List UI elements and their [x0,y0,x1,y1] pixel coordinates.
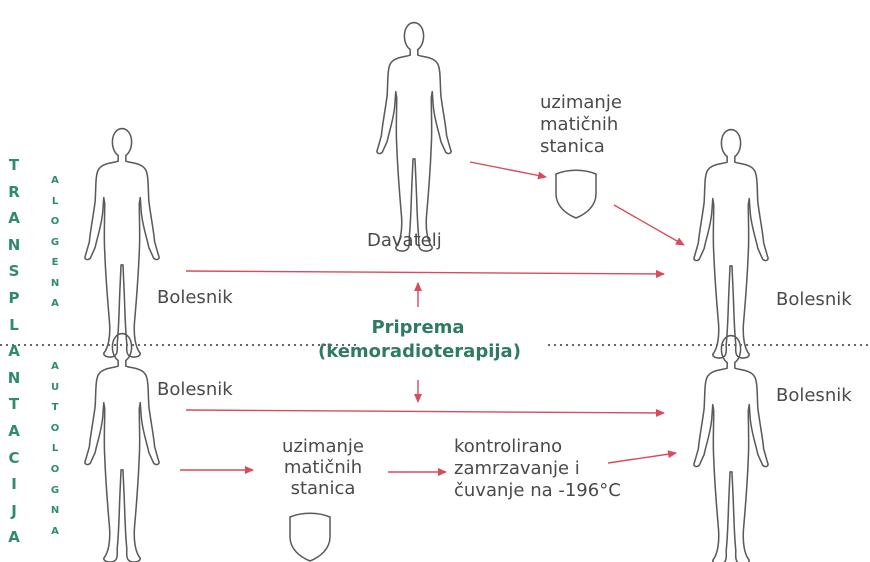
vertical-letter: O [48,216,62,227]
vertical-letter: L [48,196,62,207]
collect-bottom-label: uzimanje matičnih stanica [268,436,378,499]
vertical-letter: G [48,237,62,248]
vertical-letter: L [48,443,62,454]
collect-top-line: uzimanje [540,92,622,114]
arrow-autologous-patient [186,410,664,413]
vertical-letter: S [6,262,22,280]
collect-bottom-line: stanica [268,478,378,499]
vertical-letter: O [48,464,62,475]
preparation-title: Priprema [318,316,518,340]
vertical-letter: N [6,369,22,387]
vertical-letter: C [6,449,22,467]
collect-bottom-line: matičnih [268,457,378,478]
freeze-line: kontrolirano [454,436,621,458]
preparation-subtitle: (kemoradioterapija) [318,340,518,364]
stem-cell-bag-top [556,170,596,218]
stem-cell-bag-bottom [290,513,330,561]
arrow-bag-to-patient [614,205,684,245]
patient-label-auto-left: Bolesnik [157,379,233,401]
vertical-letter: R [6,183,22,201]
freeze-line: čuvanje na -196°C [454,480,621,502]
vertical-letter: I [6,475,22,493]
vertical-letter: P [6,289,22,307]
collect-bottom-line: uzimanje [268,436,378,457]
arrow-allogeneic-patient [186,271,664,274]
collect-top-label: uzimanje matičnih stanica [540,92,622,158]
donor-figure [377,23,451,251]
vertical-letter: A [48,526,62,537]
vertical-letter: A [6,528,22,546]
vertical-letter: E [48,257,62,268]
arrow-donor-to-bag [470,162,546,177]
collect-top-line: matičnih [540,114,622,136]
donor-label: Davatelj [367,230,442,252]
patient-label-alo-right: Bolesnik [776,289,852,311]
patient-figure-bottom-left [85,334,159,562]
vertical-letter: N [6,236,22,254]
vertical-letter: A [6,342,22,360]
vertical-letter: O [48,423,62,434]
patient-figure-bottom-right [694,336,768,562]
vertical-letter: N [48,505,62,516]
freeze-line: zamrzavanje i [454,458,621,480]
vertical-letter: J [6,502,22,520]
vertical-letter: A [48,298,62,309]
vertical-letter: T [6,156,22,174]
vertical-letter: A [48,175,62,186]
vertical-letter: A [6,422,22,440]
patient-label-alo-left: Bolesnik [157,287,233,309]
collect-top-line: stanica [540,136,622,158]
vertical-letter: A [48,361,62,372]
vertical-letter: T [48,402,62,413]
patient-figure-top-left [85,129,159,357]
vertical-letter: N [48,278,62,289]
vertical-letter: L [6,316,22,334]
freeze-label: kontrolirano zamrzavanje i čuvanje na -1… [454,436,621,502]
preparation-label: Priprema (kemoradioterapija) [318,316,518,364]
vertical-letter: U [48,382,62,393]
vertical-letter: G [48,485,62,496]
vertical-letter: A [6,209,22,227]
patient-label-auto-right: Bolesnik [776,385,852,407]
patient-figure-top-right [694,130,768,358]
vertical-letter: T [6,395,22,413]
